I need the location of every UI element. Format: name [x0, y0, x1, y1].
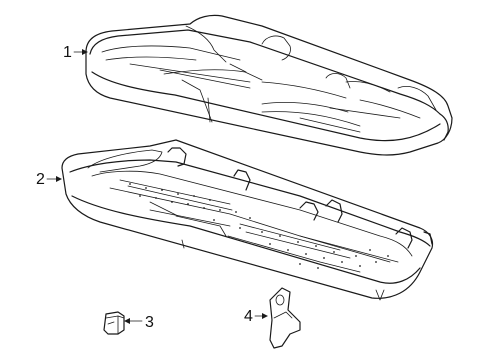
callout-1-label: 1 — [63, 44, 72, 61]
clip-part — [103, 311, 125, 335]
callout-4: 4 — [244, 308, 268, 325]
callout-3: 3 — [124, 314, 154, 331]
frame-texture-dots — [129, 183, 389, 269]
bracket-part — [269, 287, 301, 349]
seat-cushion-part — [85, 14, 453, 156]
seat-frame-part — [61, 139, 434, 301]
callout-2: 2 — [36, 171, 62, 188]
callout-4-label: 4 — [244, 308, 253, 325]
callout-2-label: 2 — [36, 171, 45, 188]
callout-1: 1 — [63, 44, 88, 61]
callout-3-label: 3 — [145, 314, 154, 331]
